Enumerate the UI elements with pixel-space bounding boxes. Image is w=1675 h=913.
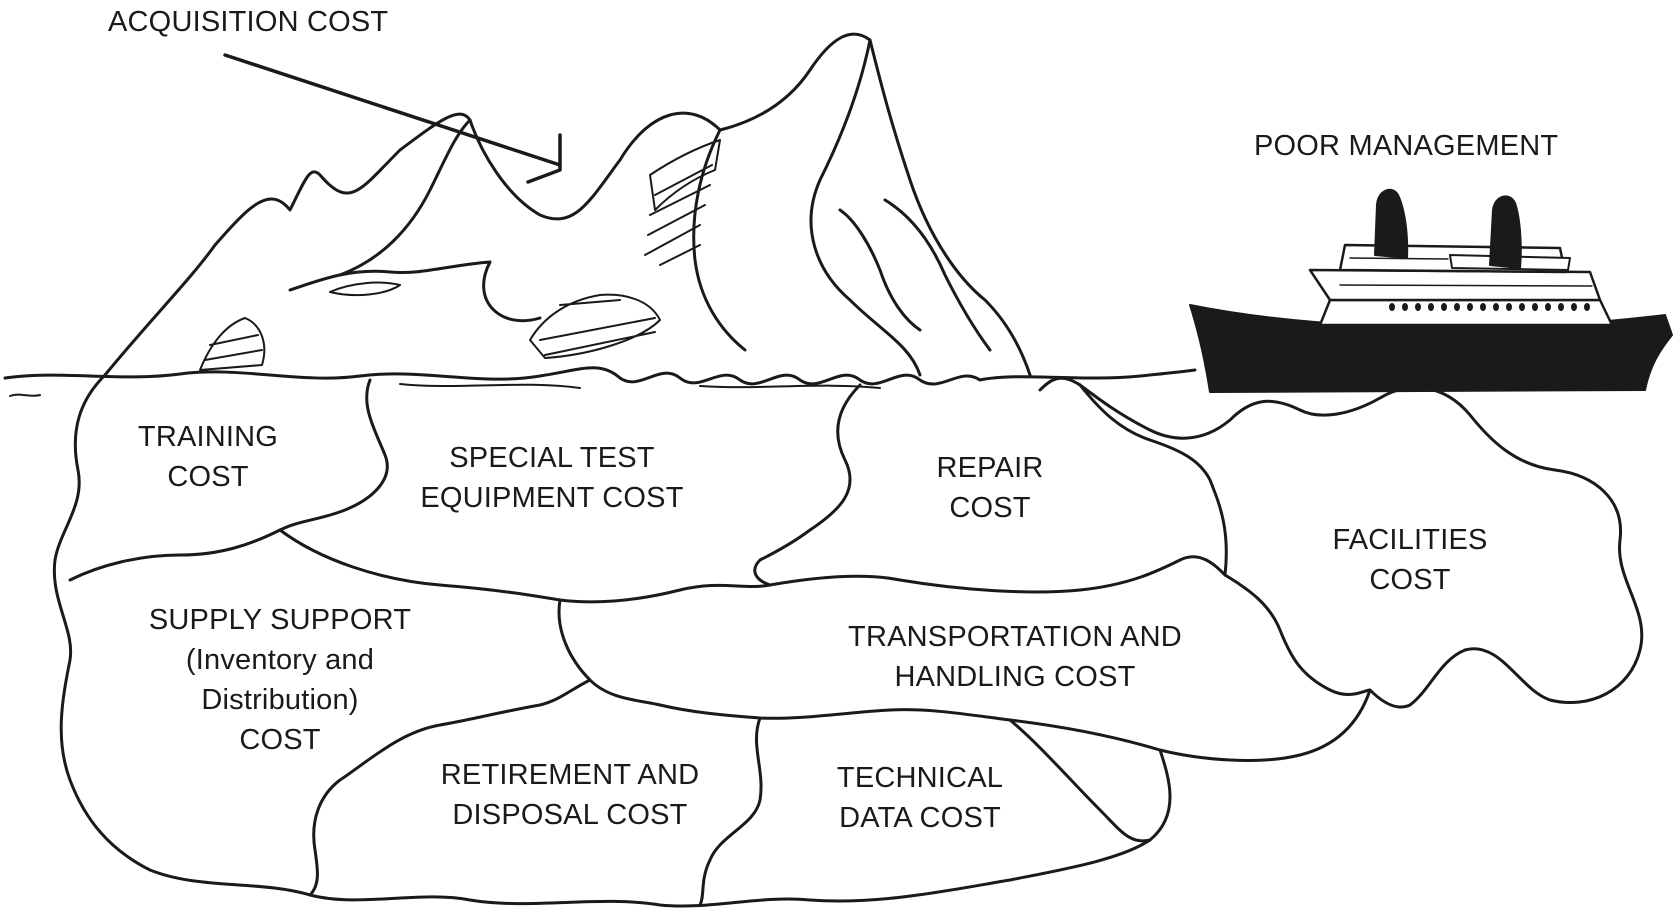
divider-supply (308, 678, 592, 897)
retirement-disposal-cost-label: RETIREMENT AND DISPOSAL COST (440, 759, 700, 831)
iceberg-ridge-3 (692, 128, 747, 352)
acquisition-cost-label: ACQUISITION COST (108, 6, 389, 38)
technical-data-cost-label: TECHNICAL DATA COST (836, 762, 1004, 834)
supply-support-cost-label: SUPPLY SUPPORT (Inventory and Distributi… (148, 604, 412, 756)
ship-funnel-rear (1489, 195, 1522, 269)
training-cost-label: TRAINING COST (137, 421, 279, 493)
iceberg-ridge-4 (809, 38, 922, 377)
facilities-cost-label: FACILITIES COST (1332, 524, 1488, 596)
waterline-2 (9, 383, 881, 397)
hatch-patch-2 (529, 293, 661, 359)
waterline (3, 366, 1197, 386)
iceberg-ridge-1 (288, 260, 542, 323)
iceberg-ridge-5 (883, 198, 992, 352)
ship-portholes (1389, 303, 1590, 311)
ship-funnel-front (1374, 188, 1409, 259)
divider-training (68, 378, 389, 582)
ship-deck-lower (1318, 298, 1614, 327)
transportation-handling-cost-label: TRANSPORTATION AND HANDLING COST (848, 621, 1182, 693)
acquisition-arrow-head (526, 133, 562, 184)
hatch-patch-4 (329, 281, 401, 297)
special-test-equipment-cost-label: SPECIAL TEST EQUIPMENT COST (420, 442, 684, 514)
hatch-patch-1 (644, 139, 721, 266)
underwater-outer-outline (52, 373, 1644, 908)
divider-retirement (698, 716, 763, 907)
divider-repair-right (1078, 383, 1228, 577)
hatch-patch-3 (199, 317, 266, 371)
divider-special-test (278, 528, 1227, 604)
iceberg-tip-outline (103, 32, 1032, 377)
iceberg-ridge-2 (338, 118, 472, 277)
divider-technical (1008, 718, 1152, 843)
ship-hull (1189, 304, 1673, 393)
divider-repair-left (753, 383, 862, 587)
ship-deck-lines (1339, 257, 1593, 287)
poor-management-label: POOR MANAGEMENT (1254, 130, 1559, 162)
iceberg-ridge-6 (838, 208, 922, 332)
divider-facilities (1223, 573, 1372, 696)
acquisition-arrow-shaft (223, 53, 562, 167)
ship-illustration (1189, 188, 1673, 393)
repair-cost-label: REPAIR COST (936, 452, 1044, 524)
